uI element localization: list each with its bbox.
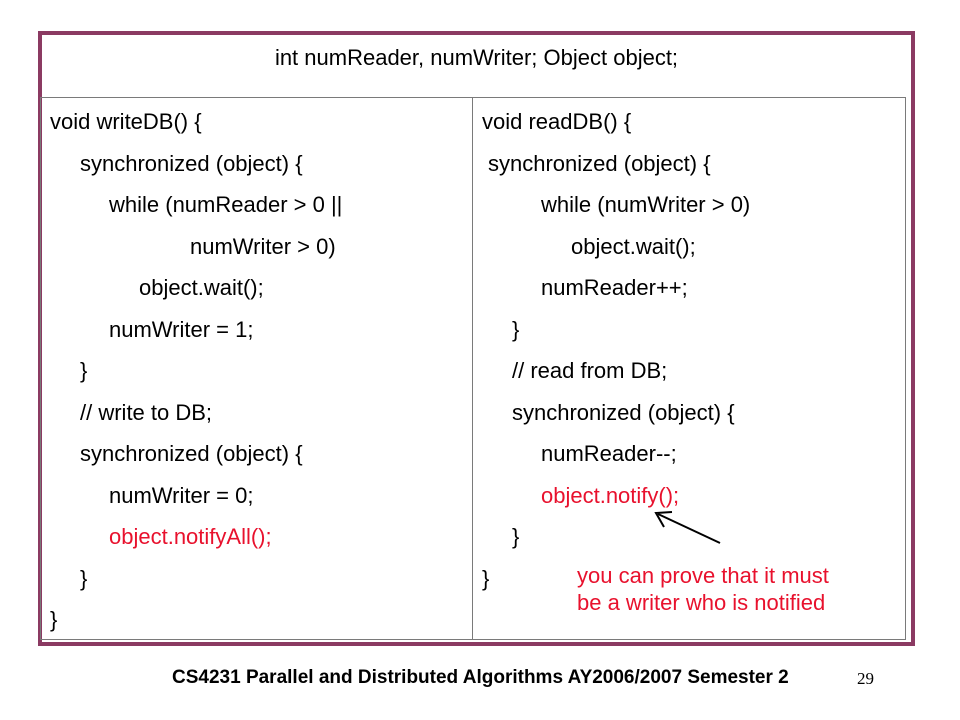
right-code-line: object.wait(); — [571, 234, 696, 259]
right-code-line: while (numWriter > 0) — [541, 192, 751, 217]
code-table — [40, 97, 906, 640]
page-number: 29 — [857, 669, 874, 688]
left-code-line-highlighted: object.notifyAll(); — [109, 524, 272, 549]
left-code-line: void writeDB() { — [50, 109, 202, 134]
right-code-line: // read from DB; — [512, 358, 668, 383]
annotation-note: you can prove that it must be a writer w… — [577, 562, 829, 616]
left-code-line: } — [80, 566, 88, 591]
annotation-note-line: be a writer who is notified — [577, 590, 826, 615]
column-divider — [472, 97, 473, 640]
right-code-line-highlighted: object.notify(); — [541, 483, 680, 508]
right-code-line: } — [512, 524, 520, 549]
right-code-line: void readDB() { — [482, 109, 632, 134]
left-code-line: numWriter > 0) — [190, 234, 336, 259]
left-code-line: } — [80, 358, 88, 383]
left-code-line: } — [50, 607, 58, 632]
right-code-line: } — [512, 317, 520, 342]
annotation-note-line: you can prove that it must — [577, 563, 829, 588]
shared-variables-header: int numReader, numWriter; Object object; — [274, 45, 679, 70]
left-code-line: // write to DB; — [80, 400, 213, 425]
right-code-line: } — [482, 566, 490, 591]
right-code-line: numReader--; — [541, 441, 677, 466]
left-code-line: object.wait(); — [139, 275, 264, 300]
slide-footer: CS4231 Parallel and Distributed Algorith… — [172, 667, 789, 688]
left-code-line: numWriter = 0; — [109, 483, 254, 508]
left-code-line: synchronized (object) { — [80, 441, 303, 466]
left-code-line: synchronized (object) { — [80, 151, 303, 176]
left-code-line: while (numReader > 0 || — [109, 192, 343, 217]
right-code-line: numReader++; — [541, 275, 688, 300]
right-code-line: synchronized (object) { — [488, 151, 711, 176]
left-code-line: numWriter = 1; — [109, 317, 254, 342]
right-code-line: synchronized (object) { — [512, 400, 735, 425]
